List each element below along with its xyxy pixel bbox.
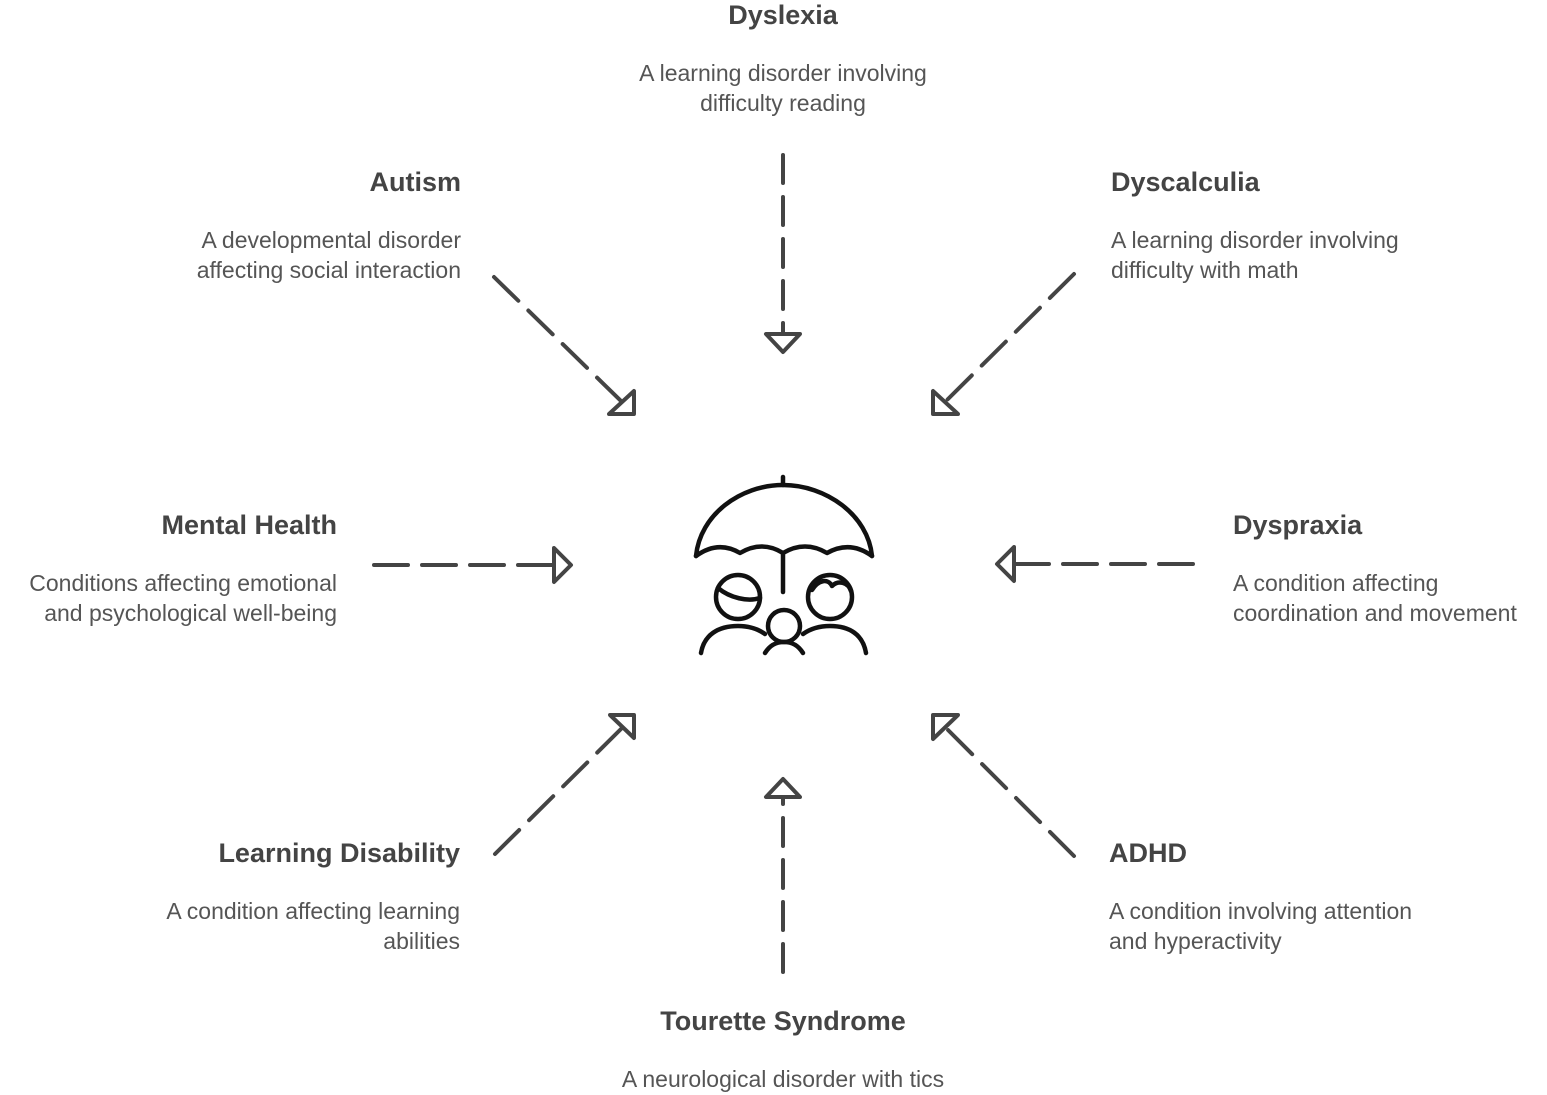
arrow-tourette (764, 777, 802, 974)
arrowhead-learning-disability (608, 713, 636, 740)
arrow-adhd (931, 713, 1076, 858)
arrowhead-mental-health (552, 546, 573, 584)
node-description: A learning disorder involving difficulty… (1111, 227, 1399, 283)
node-description: A developmental disorder affecting socia… (196, 227, 461, 283)
arrowhead-dyslexia (764, 332, 802, 354)
arrow-dyslexia (764, 153, 802, 354)
node-title: Tourette Syndrome (660, 1006, 906, 1036)
arrow-dyspraxia (995, 545, 1195, 583)
node-title: Dyslexia (728, 0, 838, 30)
arrowhead-dyscalculia (931, 389, 960, 416)
node-dyslexia: Dyslexia A learning disorder involving d… (583, 0, 983, 118)
node-description: A neurological disorder with tics (621, 1066, 945, 1092)
node-title: Mental Health (161, 510, 337, 540)
node-tourette: Tourette Syndrome A neurological disorde… (533, 1006, 1033, 1094)
arrow-dyscalculia (931, 272, 1076, 416)
node-description: Conditions affecting emotional and psych… (29, 570, 337, 626)
umbrella-family-icon (693, 474, 875, 656)
node-description: A condition involving attention and hype… (1109, 898, 1413, 954)
arrowhead-autism (607, 389, 636, 416)
node-description: A learning disorder involving difficulty… (639, 60, 927, 116)
arrowhead-adhd (931, 713, 960, 741)
node-title: ADHD (1109, 838, 1187, 868)
arrow-learning-disability (493, 713, 636, 856)
node-title: Learning Disability (218, 838, 460, 868)
node-dyscalculia: Dyscalculia A learning disorder involvin… (1111, 167, 1451, 285)
node-title: Dyscalculia (1111, 167, 1260, 197)
node-description: A condition affecting coordination and m… (1233, 570, 1517, 626)
node-dyspraxia: Dyspraxia A condition affecting coordina… (1233, 510, 1547, 628)
arrow-mental-health (372, 546, 573, 584)
arrowhead-dyspraxia (995, 545, 1016, 583)
node-learning-disability: Learning Disability A condition affectin… (110, 838, 460, 956)
arrowhead-tourette (764, 777, 802, 799)
node-mental-health: Mental Health Conditions affecting emoti… (0, 510, 337, 628)
node-title: Dyspraxia (1233, 510, 1363, 540)
node-title: Autism (369, 167, 461, 197)
arrow-autism (492, 275, 636, 416)
node-description: A condition affecting learning abilities (166, 898, 460, 954)
node-autism: Autism A developmental disorder affectin… (140, 167, 461, 285)
node-adhd: ADHD A condition involving attention and… (1109, 838, 1454, 956)
